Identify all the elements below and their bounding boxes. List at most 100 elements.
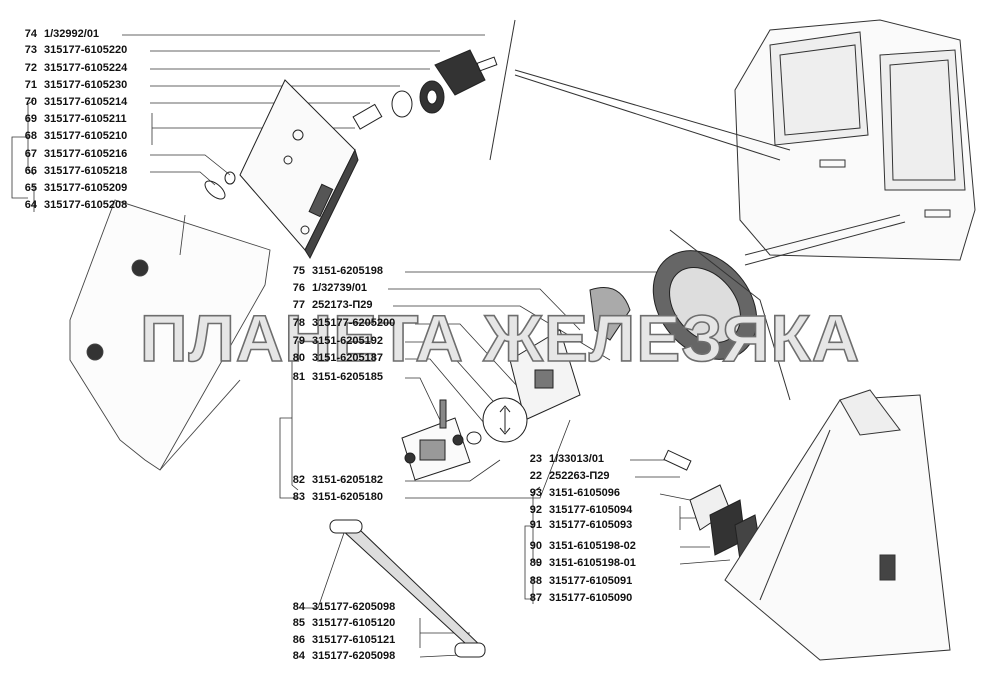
part-label: 83 3151-6205180 bbox=[283, 491, 383, 504]
part-number: 65 bbox=[24, 182, 37, 194]
part-number: 82 bbox=[292, 474, 305, 486]
part-code: 315177-6105211 bbox=[44, 113, 127, 125]
part-code: 1/32739/01 bbox=[312, 282, 368, 294]
part-code: 3151-6105096 bbox=[549, 487, 620, 499]
lock-plate-drawing bbox=[204, 49, 498, 260]
part-number: 81 bbox=[292, 371, 305, 383]
part-number: 83 bbox=[292, 491, 305, 503]
part-code: 315177-6205200 bbox=[312, 317, 396, 329]
part-code: 315177-6105230 bbox=[44, 79, 128, 91]
watermark-text: ПЛАНЕТА ЖЕЛЕЗЯКА bbox=[139, 300, 861, 376]
part-number: 22 bbox=[529, 470, 542, 482]
part-code: 3151-6205182 bbox=[312, 474, 383, 486]
part-code: 315177-6105210 bbox=[44, 130, 128, 142]
part-label: 86 315177-6105121 bbox=[283, 634, 395, 647]
part-number: 69 bbox=[24, 113, 37, 125]
part-number: 70 bbox=[24, 96, 37, 108]
part-label: 75 3151-6205198 bbox=[283, 265, 383, 278]
part-label: 91 315177-6105093 bbox=[520, 519, 632, 532]
door-panel-drawing bbox=[69, 199, 271, 471]
part-code: 315177-6105209 bbox=[44, 182, 128, 194]
part-code: 3151-6205185 bbox=[312, 371, 383, 383]
part-label: 66 315177-6105218 bbox=[15, 165, 127, 178]
part-label: 84 315177-6205098 bbox=[283, 650, 395, 663]
part-code: 315177-6205098 bbox=[312, 650, 396, 662]
part-code: 252263-П29 bbox=[549, 470, 610, 482]
part-code: 3151-6105198-02 bbox=[549, 540, 636, 552]
part-number: 75 bbox=[292, 265, 305, 277]
part-label: 22 252263-П29 bbox=[520, 470, 610, 483]
part-number: 71 bbox=[24, 79, 37, 91]
part-label: 69 315177-6105211 bbox=[15, 113, 127, 126]
part-label: 79 3151-6205192 bbox=[283, 335, 383, 348]
part-number: 84 bbox=[292, 650, 305, 662]
door-pillar-drawing bbox=[724, 389, 951, 661]
part-number: 72 bbox=[24, 62, 37, 74]
part-code: 315177-6105120 bbox=[312, 617, 396, 629]
striker-plates-drawing bbox=[663, 449, 761, 561]
part-number: 23 bbox=[529, 453, 542, 465]
part-number: 77 bbox=[292, 299, 305, 311]
part-label: 70 315177-6105214 bbox=[15, 96, 127, 109]
part-code: 315177-6105091 bbox=[549, 575, 633, 587]
part-label: 71 315177-6105230 bbox=[15, 79, 127, 92]
part-number: 91 bbox=[529, 519, 542, 531]
part-number: 64 bbox=[24, 199, 37, 211]
part-number: 67 bbox=[24, 148, 37, 160]
part-code: 315177-6105224 bbox=[44, 62, 128, 74]
part-number: 90 bbox=[529, 540, 542, 552]
part-code: 3151-6205198 bbox=[312, 265, 383, 277]
part-label: 65 315177-6105209 bbox=[15, 182, 127, 195]
part-number: 74 bbox=[24, 28, 37, 40]
part-number: 88 bbox=[529, 575, 542, 587]
part-code: 252173-П29 bbox=[312, 299, 373, 311]
part-code: 315177-6105220 bbox=[44, 44, 128, 56]
vehicle-body-drawing bbox=[489, 19, 976, 401]
part-code: 1/32992/01 bbox=[44, 28, 100, 40]
part-label: 80 3151-6205187 bbox=[283, 352, 383, 365]
part-label: 81 3151-6205185 bbox=[283, 371, 383, 384]
part-label: 90 3151-6105198-02 bbox=[520, 540, 636, 553]
rod-drawing bbox=[329, 519, 486, 658]
part-label: 93 3151-6105096 bbox=[520, 487, 620, 500]
part-number: 86 bbox=[292, 634, 305, 646]
part-number: 79 bbox=[292, 335, 305, 347]
part-code: 315177-6205098 bbox=[312, 601, 396, 613]
part-label: 72 315177-6105224 bbox=[15, 62, 127, 75]
part-label: 74 1/32992/01 bbox=[15, 28, 99, 41]
part-number: 87 bbox=[529, 592, 542, 604]
part-number: 80 bbox=[292, 352, 305, 364]
part-number: 76 bbox=[292, 282, 305, 294]
part-number: 66 bbox=[24, 165, 37, 177]
part-code: 3151-6205192 bbox=[312, 335, 383, 347]
part-code: 1/33013/01 bbox=[549, 453, 605, 465]
part-label: 88 315177-6105091 bbox=[520, 575, 632, 588]
part-code: 315177-6105214 bbox=[44, 96, 128, 108]
part-label: 84 315177-6205098 bbox=[283, 601, 395, 614]
part-label: 77 252173-П29 bbox=[283, 299, 373, 312]
part-code: 315177-6105121 bbox=[312, 634, 396, 646]
part-number: 84 bbox=[292, 601, 305, 613]
part-code: 3151-6205180 bbox=[312, 491, 383, 503]
part-code: 315177-6105208 bbox=[44, 199, 128, 211]
part-label: 85 315177-6105120 bbox=[283, 617, 395, 630]
part-label: 76 1/32739/01 bbox=[283, 282, 367, 295]
part-code: 315177-6105094 bbox=[549, 504, 633, 516]
part-label: 87 315177-6105090 bbox=[520, 592, 632, 605]
part-code: 315177-6105090 bbox=[549, 592, 633, 604]
part-number: 68 bbox=[24, 130, 37, 142]
part-label: 23 1/33013/01 bbox=[520, 453, 604, 466]
part-number: 85 bbox=[292, 617, 305, 629]
part-code: 315177-6105218 bbox=[44, 165, 128, 177]
part-code: 3151-6205187 bbox=[312, 352, 383, 364]
part-label: 64 315177-6105208 bbox=[15, 199, 127, 212]
part-code: 315177-6105093 bbox=[549, 519, 633, 531]
part-code: 315177-6105216 bbox=[44, 148, 128, 160]
part-number: 92 bbox=[529, 504, 542, 516]
part-code: 3151-6105198-01 bbox=[549, 557, 636, 569]
part-number: 93 bbox=[529, 487, 542, 499]
